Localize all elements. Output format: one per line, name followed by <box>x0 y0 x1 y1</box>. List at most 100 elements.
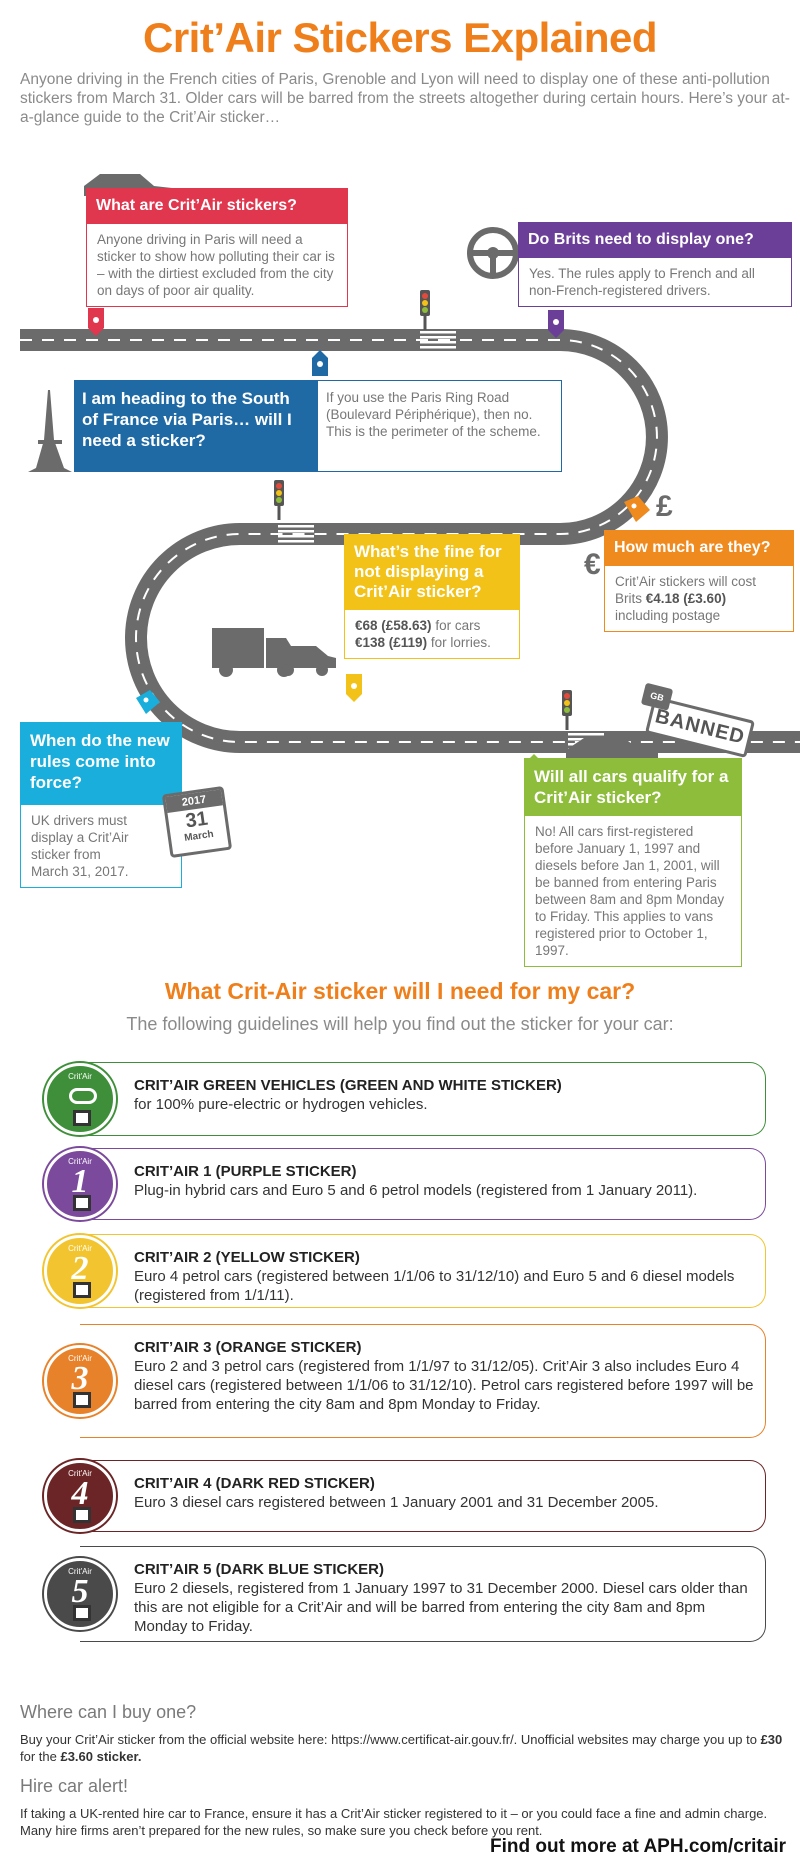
sticker-number: 4 <box>71 1475 89 1512</box>
qa-answer: No! All cars first-registered before Jan… <box>524 816 742 967</box>
qr-code-icon <box>73 1392 91 1408</box>
sticker-row-frame <box>80 1234 766 1308</box>
guide-subtitle: The following guidelines will help you f… <box>126 1014 674 1034</box>
map-marker-icon <box>88 308 104 336</box>
sticker-number: 3 <box>71 1360 89 1397</box>
page-title: Crit’Air Stickers Explained <box>142 14 658 61</box>
qr-code-icon <box>73 1605 91 1621</box>
electric-car-icon <box>69 1088 97 1104</box>
sticker-row-frame <box>80 1062 766 1136</box>
sticker-title: CRIT’AIR 2 (YELLOW STICKER) <box>134 1249 360 1266</box>
qa-brits: Do Brits need to display one? Yes. The r… <box>518 222 792 307</box>
qa-question: Will all cars qualify for a Crit’Air sti… <box>524 758 742 816</box>
price-tag-icon <box>136 690 160 714</box>
hire-paragraph: If taking a UK-rented hire car to France… <box>20 1806 768 1838</box>
sticker-title: CRIT’AIR 3 (ORANGE STICKER) <box>134 1339 362 1356</box>
map-marker-icon <box>548 310 564 338</box>
eiffel-tower-icon <box>28 390 72 472</box>
qa-cost: How much are they? Crit’Air stickers wil… <box>604 530 794 632</box>
sticker-row-text: CRIT’AIR 4 (DARK RED STICKER) Euro 3 dies… <box>134 1474 756 1512</box>
qa-when: When do the new rules come into force? U… <box>20 722 182 888</box>
qa-question: When do the new rules come into force? <box>20 722 182 805</box>
qa-answer: €68 (£58.63) for cars €138 (£119) for lo… <box>344 610 520 659</box>
sticker-brand: Crit'Air <box>68 1072 92 1081</box>
sticker-number: 1 <box>71 1163 89 1200</box>
traffic-light-icon <box>562 690 572 730</box>
sticker-row-frame <box>80 1324 766 1438</box>
sticker-description: Euro 2 diesels, registered from 1 Januar… <box>134 1580 748 1635</box>
sticker-row-frame <box>80 1460 766 1532</box>
euro-icon: € <box>584 548 601 581</box>
qa-answer: UK drivers must display a Crit’Air stick… <box>20 805 182 888</box>
hire-heading: Hire car alert! <box>20 1776 129 1796</box>
sticker-row-text: CRIT’AIR 5 (DARK BLUE STICKER) Euro 2 die… <box>134 1560 756 1636</box>
sticker-description: Euro 3 diesel cars registered between 1 … <box>134 1494 659 1511</box>
sticker-title: CRIT’AIR 5 (DARK BLUE STICKER) <box>134 1561 384 1578</box>
price-tag-icon <box>624 496 650 522</box>
intro-paragraph: Anyone driving in the French cities of P… <box>20 71 790 126</box>
qa-question: How much are they? <box>604 530 794 566</box>
guide-title: What Crit-Air sticker will I need for my… <box>164 978 636 1004</box>
steering-wheel-icon <box>467 227 519 279</box>
sticker-brand: Crit'Air <box>68 1157 92 1166</box>
sticker-brand: Crit'Air <box>68 1469 92 1478</box>
fine-lorries-amount: €138 (£119) <box>355 635 428 650</box>
calendar-icon: 2017 31 March <box>161 785 233 859</box>
sticker-description: Euro 4 petrol cars (registered between 1… <box>134 1268 735 1304</box>
sticker-row-text: CRIT’AIR GREEN VEHICLES (GREEN AND WHITE… <box>134 1076 756 1114</box>
qa-question: Do Brits need to display one? <box>518 222 792 258</box>
qa-answer: Yes. The rules apply to French and all n… <box>518 258 792 307</box>
qa-south-of-france: I am heading to the South of France via … <box>74 380 562 472</box>
sticker-description: Euro 2 and 3 petrol cars (registered fro… <box>134 1358 754 1413</box>
pound-icon: £ <box>656 490 673 523</box>
qr-code-icon <box>73 1507 91 1523</box>
traffic-light-icon <box>420 290 430 330</box>
sticker-description: for 100% pure-electric or hydrogen vehic… <box>134 1096 428 1113</box>
qa-question: What are Crit’Air stickers? <box>86 188 348 224</box>
cost-amount: €4.18 (£3.60) <box>645 591 727 606</box>
sticker-brand: Crit'Air <box>68 1567 92 1576</box>
sticker-brand: Crit'Air <box>68 1354 92 1363</box>
buy-heading: Where can I buy one? <box>20 1702 197 1722</box>
sticker-row-frame <box>80 1148 766 1220</box>
crossing-2 <box>278 525 314 543</box>
sticker-row-frame <box>80 1546 766 1642</box>
qa-what-are-stickers: What are Crit’Air stickers? Anyone drivi… <box>86 188 348 307</box>
sticker-title: CRIT’AIR GREEN VEHICLES (GREEN AND WHITE… <box>134 1077 562 1094</box>
crossing-1 <box>420 331 456 349</box>
fine-lorries-label: for lorries. <box>427 635 491 650</box>
qr-code-icon <box>73 1110 91 1126</box>
map-marker-icon <box>312 350 328 376</box>
qa-answer: Anyone driving in Paris will need a stic… <box>86 224 348 307</box>
qr-code-icon <box>73 1282 91 1298</box>
road-illustration <box>20 174 800 780</box>
sticker-title: CRIT’AIR 4 (DARK RED STICKER) <box>134 1475 375 1492</box>
cta-link[interactable]: Find out more at APH.com/critair <box>490 1836 786 1857</box>
traffic-light-icon <box>274 480 284 520</box>
sticker-row-text: CRIT’AIR 1 (PURPLE STICKER)Plug-in hybri… <box>134 1162 756 1200</box>
sticker-row-text: CRIT’AIR 2 (YELLOW STICKER) Euro 4 petrol… <box>134 1248 756 1305</box>
buy-paragraph: Buy your Crit’Air sticker from the offic… <box>20 1732 783 1764</box>
car-icon <box>272 646 336 676</box>
fine-cars-label: for cars <box>431 618 481 633</box>
fine-cars-amount: €68 (£58.63) <box>355 618 432 633</box>
qa-answer: Crit’Air stickers will cost Brits €4.18 … <box>604 566 794 632</box>
qa-answer: If you use the Paris Ring Road (Boulevar… <box>318 380 562 472</box>
qa-fine: What’s the fine for not displaying a Cri… <box>344 534 520 659</box>
sticker-row-text: CRIT’AIR 3 (ORANGE STICKER) Euro 2 and 3 … <box>134 1338 756 1414</box>
map-marker-icon <box>346 674 362 702</box>
sticker-brand: Crit'Air <box>68 1244 92 1253</box>
qa-qualify: Will all cars qualify for a Crit’Air sti… <box>524 758 742 967</box>
sticker-number: 5 <box>71 1573 89 1610</box>
